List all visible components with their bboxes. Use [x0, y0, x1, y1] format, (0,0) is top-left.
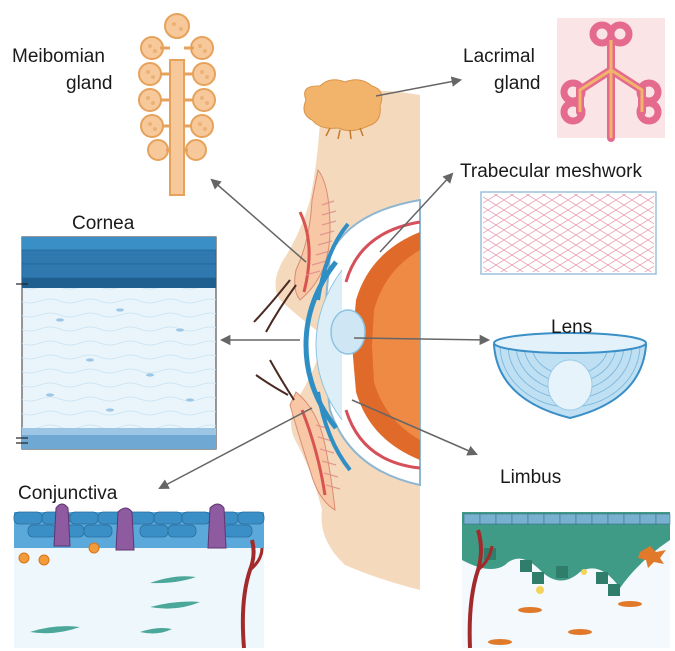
- label-meibomian-line2: gland: [66, 72, 113, 95]
- label-lacrimal-line2: gland: [494, 72, 541, 95]
- lacrimal-gland-illustration: [557, 18, 665, 138]
- label-lacrimal-line1: Lacrimal: [463, 45, 535, 68]
- cornea-illustration: [16, 237, 216, 449]
- label-trabecular-meshwork: Trabecular meshwork: [460, 160, 642, 183]
- lacrimal-gland-body: [304, 80, 382, 131]
- lens-illustration: [494, 283, 646, 418]
- label-cornea: Cornea: [72, 212, 134, 235]
- conjunctiva-illustration: [14, 504, 264, 648]
- label-meibomian-line1: Meibomian: [12, 45, 105, 68]
- label-lens: Lens: [551, 316, 592, 339]
- limbus-illustration: [462, 512, 670, 648]
- meibomian-gland-illustration: [139, 14, 215, 195]
- eye-lens: [331, 310, 365, 354]
- label-limbus: Limbus: [500, 466, 561, 489]
- trabecular-meshwork-illustration: [481, 192, 656, 274]
- label-conjunctiva: Conjunctiva: [18, 482, 117, 505]
- eye-cross-section: [254, 80, 420, 590]
